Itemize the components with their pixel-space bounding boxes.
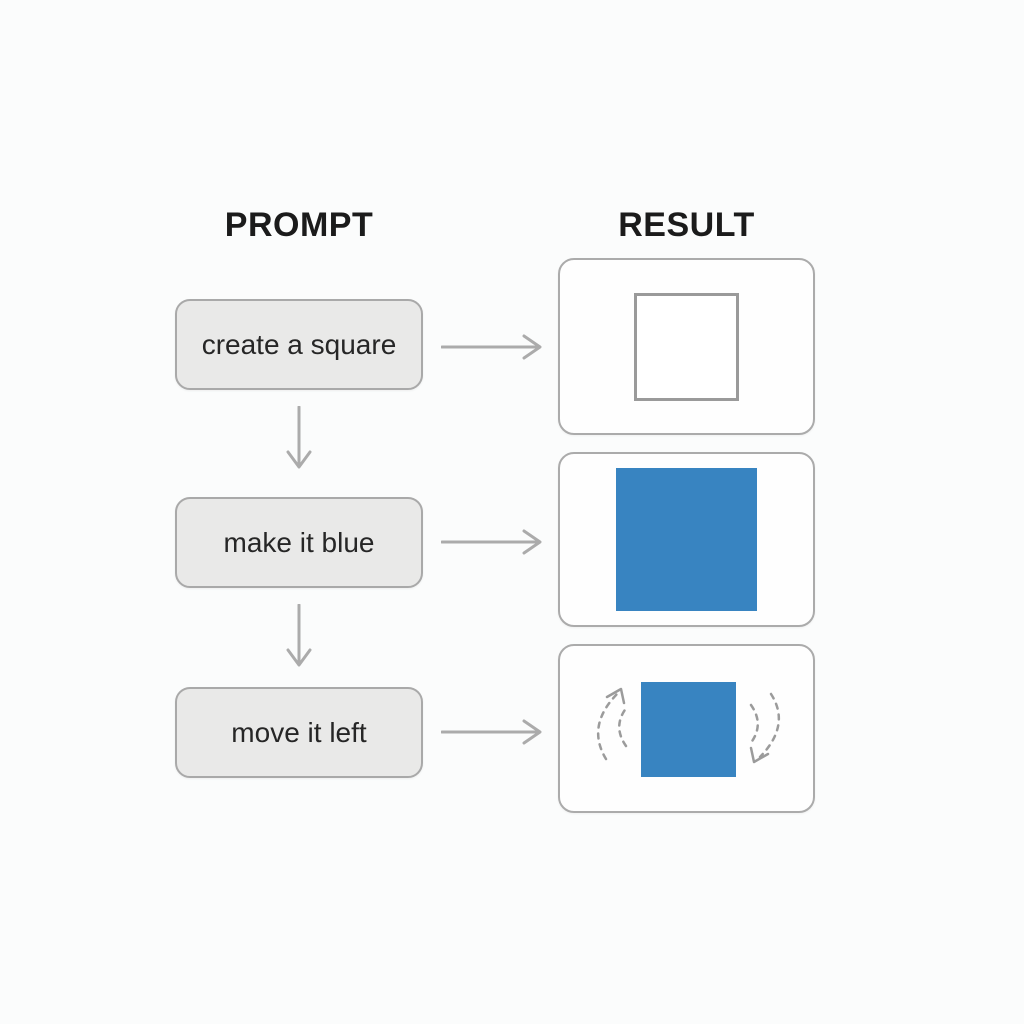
right-arrow-icon [441, 719, 542, 745]
result-box-blue-square [558, 452, 815, 627]
result-box-square [558, 258, 815, 435]
blue-square [641, 682, 736, 777]
right-arrow-icon [441, 334, 542, 360]
down-arrow-icon [286, 406, 312, 469]
prompt-column-header: PROMPT [224, 206, 374, 244]
result-box-moved-square [558, 644, 815, 813]
outline-square [634, 292, 739, 401]
blue-square [616, 468, 757, 611]
down-arrow-icon [286, 604, 312, 667]
dashed-motion-arc-right-icon [748, 692, 780, 764]
prompt-text-make-blue: make it blue [223, 526, 375, 558]
result-column-header: RESULT [618, 206, 755, 244]
prompt-box-move-left: move it left [175, 687, 423, 778]
blue-square-motion-scene [597, 682, 780, 777]
prompt-text-move-left: move it left [231, 716, 367, 748]
right-arrow-icon [441, 529, 542, 555]
prompt-box-create-square: create a square [175, 299, 423, 390]
prompt-box-make-blue: make it blue [175, 497, 423, 588]
prompt-text-create-square: create a square [201, 328, 397, 360]
dashed-motion-arc-left-icon [597, 687, 629, 761]
